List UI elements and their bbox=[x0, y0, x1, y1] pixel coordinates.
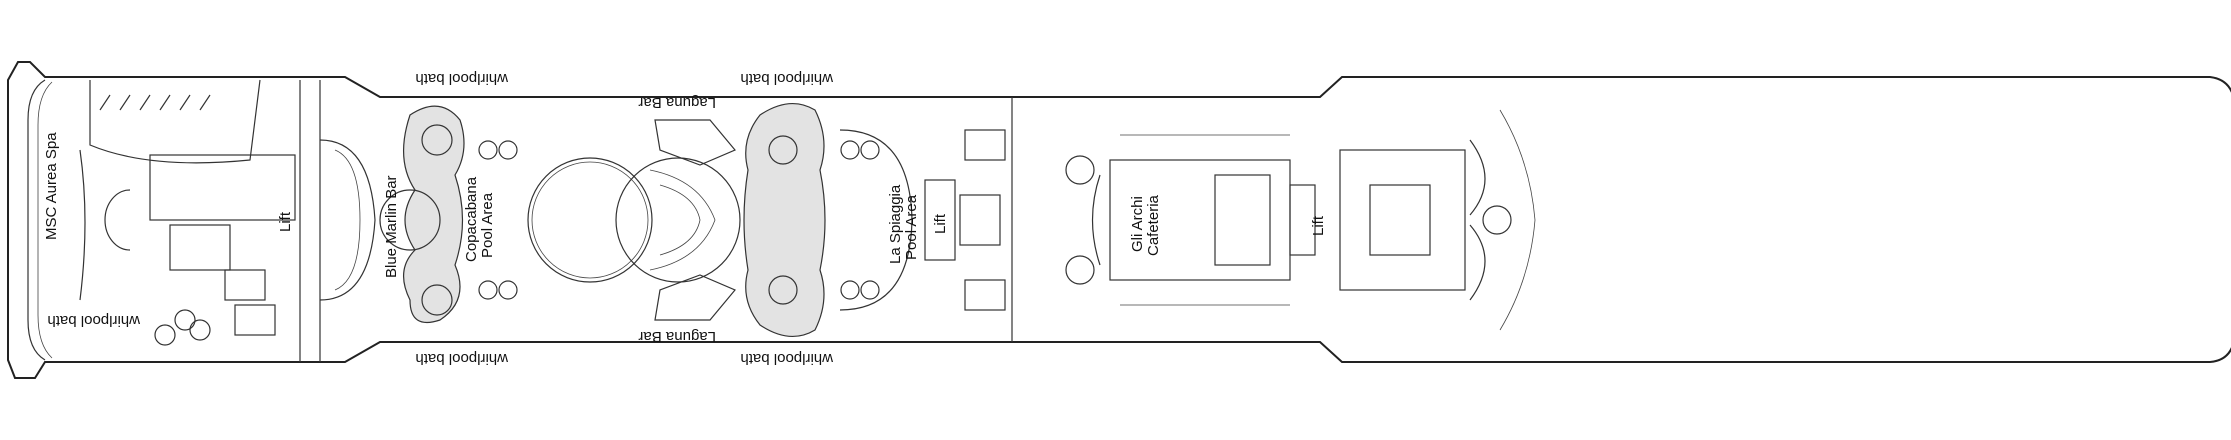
lift-label-fore: Lift bbox=[1310, 215, 1327, 236]
blue-marlin-bar-label: Blue Marlin Bar bbox=[383, 175, 400, 278]
whirlpool-bath-label-4: whirlpool bath bbox=[740, 350, 834, 367]
whirlpool-bath-label-spa: whirlpool bath bbox=[47, 312, 141, 329]
spa-area bbox=[79, 79, 376, 362]
laguna-bar bbox=[615, 119, 741, 321]
copacabana-label-1: Copacabana bbox=[463, 176, 480, 262]
gli-archi-label-2: Cafeteria bbox=[1145, 194, 1162, 256]
whirlpool-bath-label-1: whirlpool bath bbox=[415, 70, 509, 87]
whirlpool-bath-label-3: whirlpool bath bbox=[740, 70, 834, 87]
la-spiaggia-label-2: Pool Area bbox=[903, 194, 920, 260]
stern-railing-inner bbox=[37, 81, 53, 359]
la-spiaggia-pool bbox=[743, 103, 913, 337]
stern-railing bbox=[27, 79, 46, 361]
central-circle-inner bbox=[531, 161, 649, 279]
spa-label: MSC Aurea Spa bbox=[43, 132, 60, 240]
gli-archi-label-1: Gli Archi bbox=[1129, 196, 1146, 252]
copacabana-pool bbox=[379, 105, 518, 324]
lift-label-middle: Lift bbox=[932, 213, 949, 234]
lift-block-middle bbox=[924, 129, 1006, 311]
lift-label-aft: Lift bbox=[277, 211, 294, 232]
copacabana-label-2: Pool Area bbox=[479, 192, 496, 258]
ship-hull bbox=[7, 61, 2231, 379]
central-circle-left bbox=[527, 157, 653, 283]
laguna-bar-label-top: Laguna Bar bbox=[638, 94, 716, 111]
la-spiaggia-label-1: La Spiaggia bbox=[887, 184, 904, 264]
laguna-bar-label-bottom: Laguna Bar bbox=[638, 328, 716, 345]
cafeteria-area bbox=[1065, 109, 1536, 331]
whirlpool-bath-label-2: whirlpool bath bbox=[415, 350, 509, 367]
